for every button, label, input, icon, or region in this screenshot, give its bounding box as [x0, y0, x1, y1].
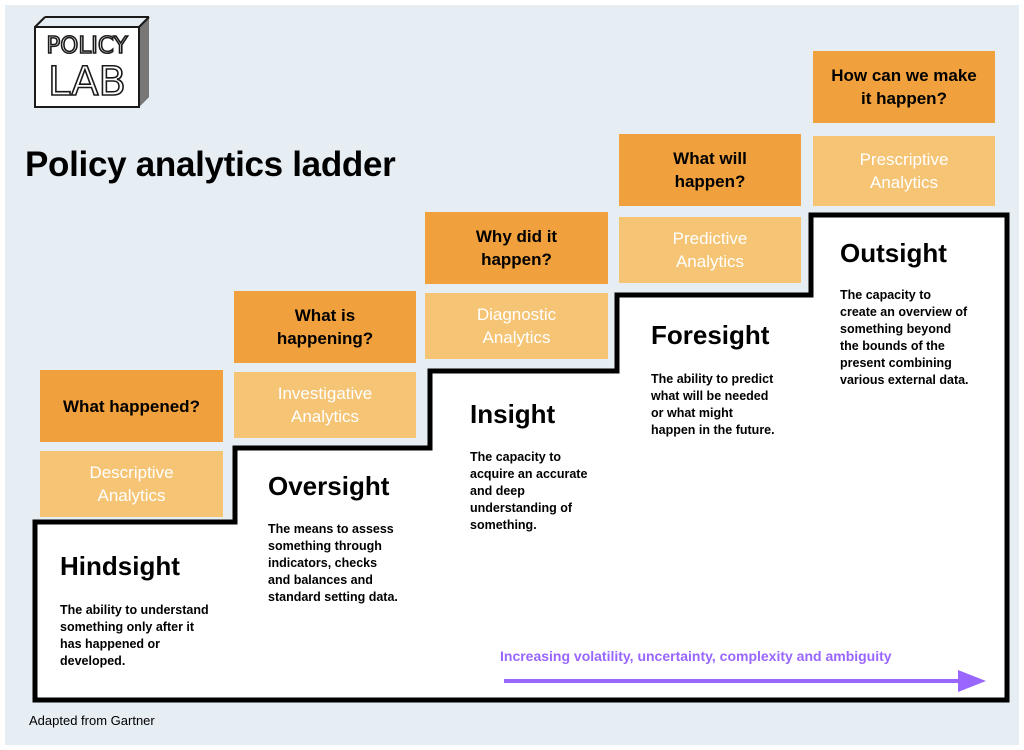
stage-title-insight: Insight: [470, 399, 556, 429]
analytics-type-box-step-2: Investigative Analytics: [234, 372, 416, 438]
question-box-step-4: What will happen?: [619, 134, 801, 206]
stage-description-insight: The capacity to acquire an accurate and …: [470, 450, 588, 532]
stage-title-hindsight: Hindsight: [60, 551, 180, 581]
stage-description-outsight: The capacity to create an overview of so…: [840, 288, 969, 387]
logo-line1: POLICY: [46, 33, 128, 59]
arrow-label: Increasing volatility, uncertainty, comp…: [500, 648, 892, 664]
stage-description-foresight: The ability to predict what will be need…: [651, 372, 775, 437]
increase-arrow-icon: [504, 670, 986, 692]
staircase-outline: [32, 212, 1010, 703]
question-box-step-2: What is happening?: [234, 291, 416, 363]
stage-title-outsight: Outsight: [840, 238, 947, 268]
diagram-canvas: POLICY LAB Policy analytics ladder What …: [5, 5, 1019, 745]
source-footer: Adapted from Gartner: [29, 713, 155, 728]
question-box-step-3: Why did it happen?: [425, 212, 608, 284]
question-box-step-1: What happened?: [40, 370, 223, 442]
question-box-step-5: How can we make it happen?: [813, 51, 995, 123]
page-title: Policy analytics ladder: [25, 145, 396, 184]
stage-title-foresight: Foresight: [651, 320, 770, 350]
stage-description-hindsight: The ability to understand something only…: [60, 603, 209, 668]
analytics-type-box-step-3: Diagnostic Analytics: [425, 293, 608, 359]
logo-line2: LAB: [48, 59, 126, 105]
policy-lab-logo: POLICY LAB: [34, 16, 150, 108]
stage-description-oversight: The means to assess something through in…: [268, 522, 398, 604]
analytics-type-box-step-1: Descriptive Analytics: [40, 451, 223, 517]
analytics-type-box-step-5: Prescriptive Analytics: [813, 136, 995, 206]
stage-title-oversight: Oversight: [268, 471, 390, 501]
analytics-type-box-step-4: Predictive Analytics: [619, 217, 801, 283]
